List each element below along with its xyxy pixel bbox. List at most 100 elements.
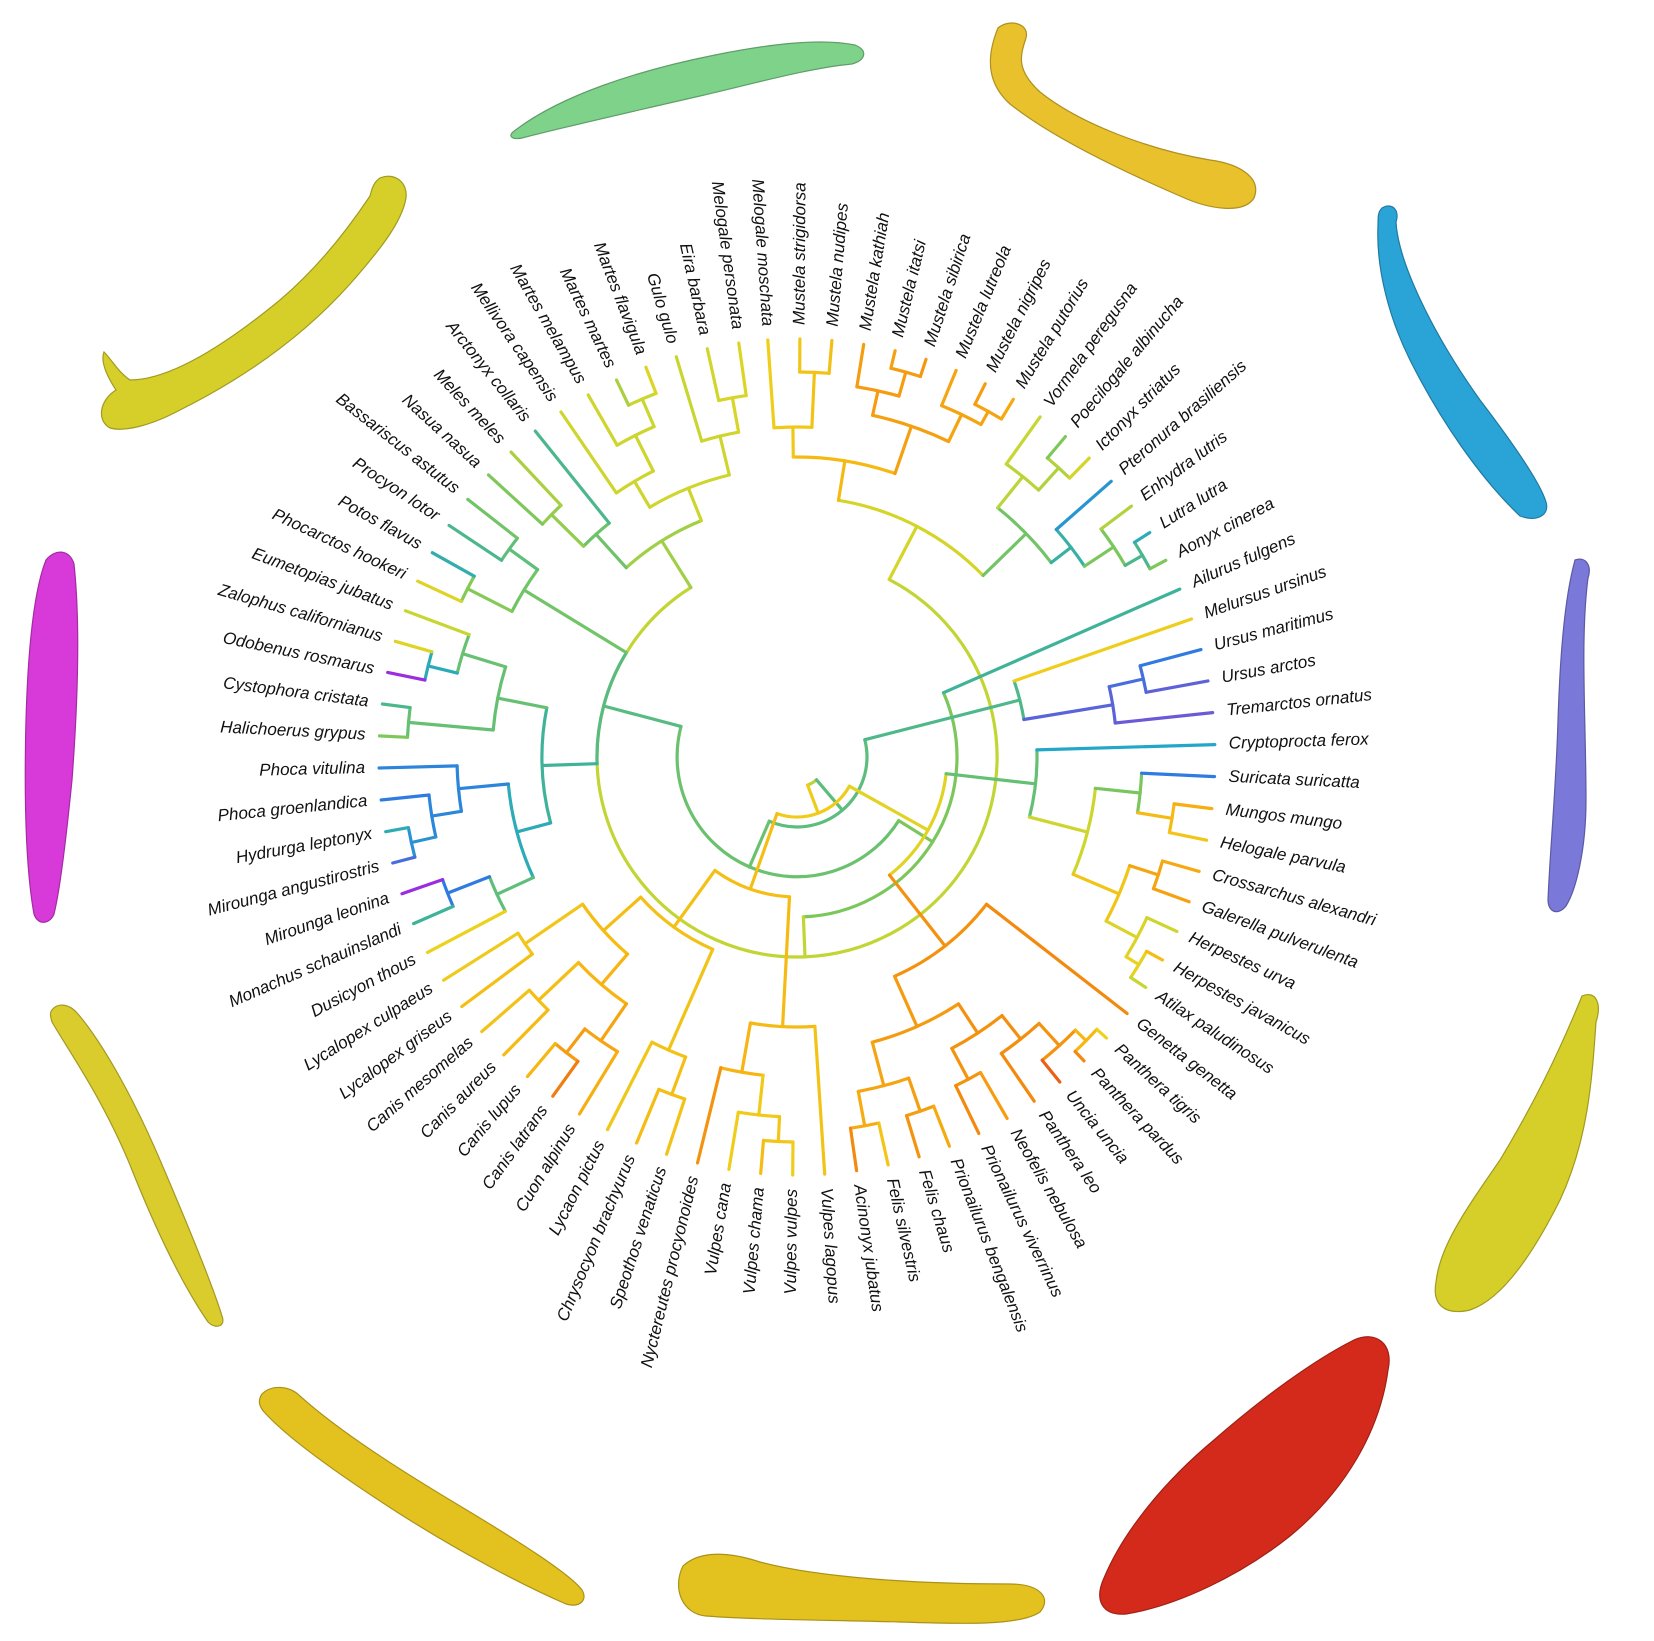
branch-arc-26 [973,402,1003,421]
tip-branch-0 [766,338,776,430]
branch-33 [1049,545,1073,565]
tip-branch-50 [551,1059,580,1098]
tip-branch-74 [533,429,611,525]
branch-159 [1124,955,1141,967]
taxon-label: Herpestes javanicus [1170,958,1313,1049]
tip-branch-56 [425,909,507,955]
tip-branch-8 [999,397,1015,421]
branch-43 [718,434,731,477]
taxon-label: Vulpes cana [701,1181,735,1276]
taxon-label: Suricata suricatta [1228,767,1360,792]
branch-99 [601,895,643,933]
bone-render-top-right-yellow [989,22,1257,209]
taxon-label: Hydrurga leptonyx [234,824,374,867]
taxon-label: Panthera pardus [1087,1064,1187,1169]
taxon-label: Mustela strigidorsa [789,182,809,325]
tip-branch-46 [664,1097,687,1156]
branch-arc-98 [639,895,715,951]
branch-107 [536,960,581,1002]
bone-render-bottom-right-red [1099,1336,1390,1615]
branch-135 [956,1002,980,1035]
tip-branch-25 [1160,859,1201,874]
taxon-label: Melogale moschata [748,178,777,326]
branch-51 [640,397,656,429]
tip-branch-39 [877,1121,890,1167]
taxon-label: Cystophora cristata [222,673,370,710]
branch-127 [892,974,919,1029]
tree-branches [377,337,1217,1177]
tip-branch-41 [813,1024,827,1176]
branch-arc-4 [675,724,901,879]
branch-arc-126 [893,902,989,978]
branch-87 [863,698,1022,742]
taxon-label: Halichoerus grypus [220,717,367,743]
branch-arc-14 [772,425,814,430]
tip-branch-13 [1099,504,1134,531]
branch-arc-16 [798,370,831,375]
branch-arc-160 [1129,949,1149,980]
branch-arc-28 [996,506,1053,565]
branch-arc-84 [499,536,519,562]
taxon-label: Lycalopex griseus [335,1006,456,1103]
branch-75 [409,835,438,845]
tip-branch-80 [705,347,721,403]
branch-79 [446,875,492,895]
branch-157 [1104,919,1139,940]
branch-105 [564,1027,587,1055]
branch-101 [599,952,630,987]
branch-77 [495,875,535,896]
tip-branch-53 [480,988,531,1034]
branch-arc-96 [713,868,792,899]
tip-branch-31 [1095,1027,1109,1040]
taxon-label: Mellivora capensis [467,279,562,406]
branch-arc-102 [576,961,628,1006]
branch-45 [730,396,741,434]
branch-63 [461,652,508,669]
branch-arc-138 [954,1070,983,1088]
tip-branch-14 [1132,530,1152,544]
branch-113 [670,1055,688,1097]
branch-arc-50 [615,425,656,447]
branch-151 [1135,811,1174,820]
tip-branch-21 [1035,742,1217,752]
tip-branch-59 [391,855,417,865]
tip-branch-79 [674,355,704,443]
taxon-label: Felis chaus [915,1167,958,1255]
branch-71 [456,782,510,791]
tip-branch-71 [466,497,520,540]
tip-branch-17 [1012,617,1194,683]
tip-branch-23 [1172,802,1214,811]
taxon-label: Eira barbara [676,241,715,336]
branch-arc-36 [1099,527,1127,567]
branch-3 [747,819,771,869]
branch-117 [740,1021,753,1074]
taxon-label: Cryptoprocta ferox [1228,730,1369,753]
branch-arc-122 [761,1138,795,1144]
tip-branch-4 [889,349,897,370]
tip-branch-52 [502,1008,550,1057]
branch-arc-154 [1104,864,1132,923]
branch-arc-52 [627,391,658,407]
branch-arc-136 [950,1014,1004,1050]
branch-arc-62 [491,665,508,732]
branch-153 [1071,872,1121,896]
taxon-label: Phoca vitulina [259,758,365,780]
tip-branch-48 [605,1040,654,1132]
tip-branch-28 [1144,949,1165,962]
tip-branch-67 [403,609,471,637]
taxon-label: Prionailurus bengalensis [947,1155,1032,1335]
branch-arc-18 [871,413,951,444]
tip-branch-64 [380,702,412,710]
branch-133 [907,1076,922,1113]
branch-37 [1123,553,1145,568]
tip-branch-44 [727,1110,740,1172]
taxon-label: Vulpes lagopus [817,1187,844,1304]
taxon-label: Monachus schauinslandi [226,919,405,1011]
taxon-label: Vulpes vulpes [781,1188,801,1294]
branch-arc-48 [614,469,655,495]
branch-65 [426,664,459,675]
branch-109 [523,902,585,946]
branch-arc-148 [1071,786,1097,876]
